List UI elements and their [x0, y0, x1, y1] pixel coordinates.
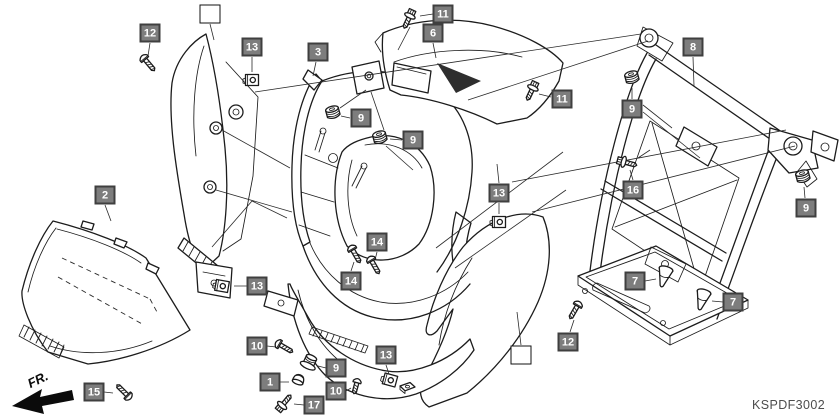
leader-lines	[103, 13, 806, 406]
callout-14[interactable]: 14	[340, 271, 362, 291]
callout-9[interactable]: 9	[350, 108, 372, 128]
callout-9[interactable]: 9	[402, 130, 424, 150]
fr-arrow	[12, 389, 74, 414]
callout-6[interactable]: 6	[422, 23, 444, 43]
callout-8[interactable]: 8	[682, 37, 704, 57]
part-windscreen	[18, 220, 191, 365]
callout-7[interactable]: 7	[722, 292, 744, 312]
callout-9[interactable]: 9	[621, 99, 643, 119]
callout-12[interactable]: 12	[139, 23, 161, 43]
part-headlight-visor	[351, 19, 564, 125]
callout-11[interactable]: 11	[432, 4, 454, 24]
diagram-code: KSPDF3002	[752, 398, 826, 412]
callout-10[interactable]: 10	[246, 336, 268, 356]
callout-12[interactable]: 12	[557, 332, 579, 352]
callout-14[interactable]: 14	[366, 232, 388, 252]
callout-10[interactable]: 10	[325, 381, 347, 401]
callout-16[interactable]: 16	[622, 180, 644, 200]
callout-7[interactable]: 7	[624, 271, 646, 291]
callout-blank-box	[199, 4, 221, 24]
callout-15[interactable]: 15	[83, 382, 105, 402]
callout-13[interactable]: 13	[375, 345, 397, 365]
windscreen-crease-lines	[57, 257, 158, 326]
callout-17[interactable]: 17	[303, 395, 325, 415]
callout-3[interactable]: 3	[307, 42, 329, 62]
callout-blank-box	[510, 345, 532, 365]
part-right-bracket	[767, 127, 839, 188]
callout-13[interactable]: 13	[246, 276, 268, 296]
callout-1[interactable]: 1	[259, 372, 281, 392]
callout-13[interactable]: 13	[241, 37, 263, 57]
callout-2[interactable]: 2	[94, 185, 116, 205]
callout-9[interactable]: 9	[795, 198, 817, 218]
callout-13[interactable]: 13	[488, 183, 510, 203]
callout-11[interactable]: 11	[551, 89, 573, 109]
callout-9[interactable]: 9	[325, 358, 347, 378]
part-left-garnish	[170, 33, 259, 299]
